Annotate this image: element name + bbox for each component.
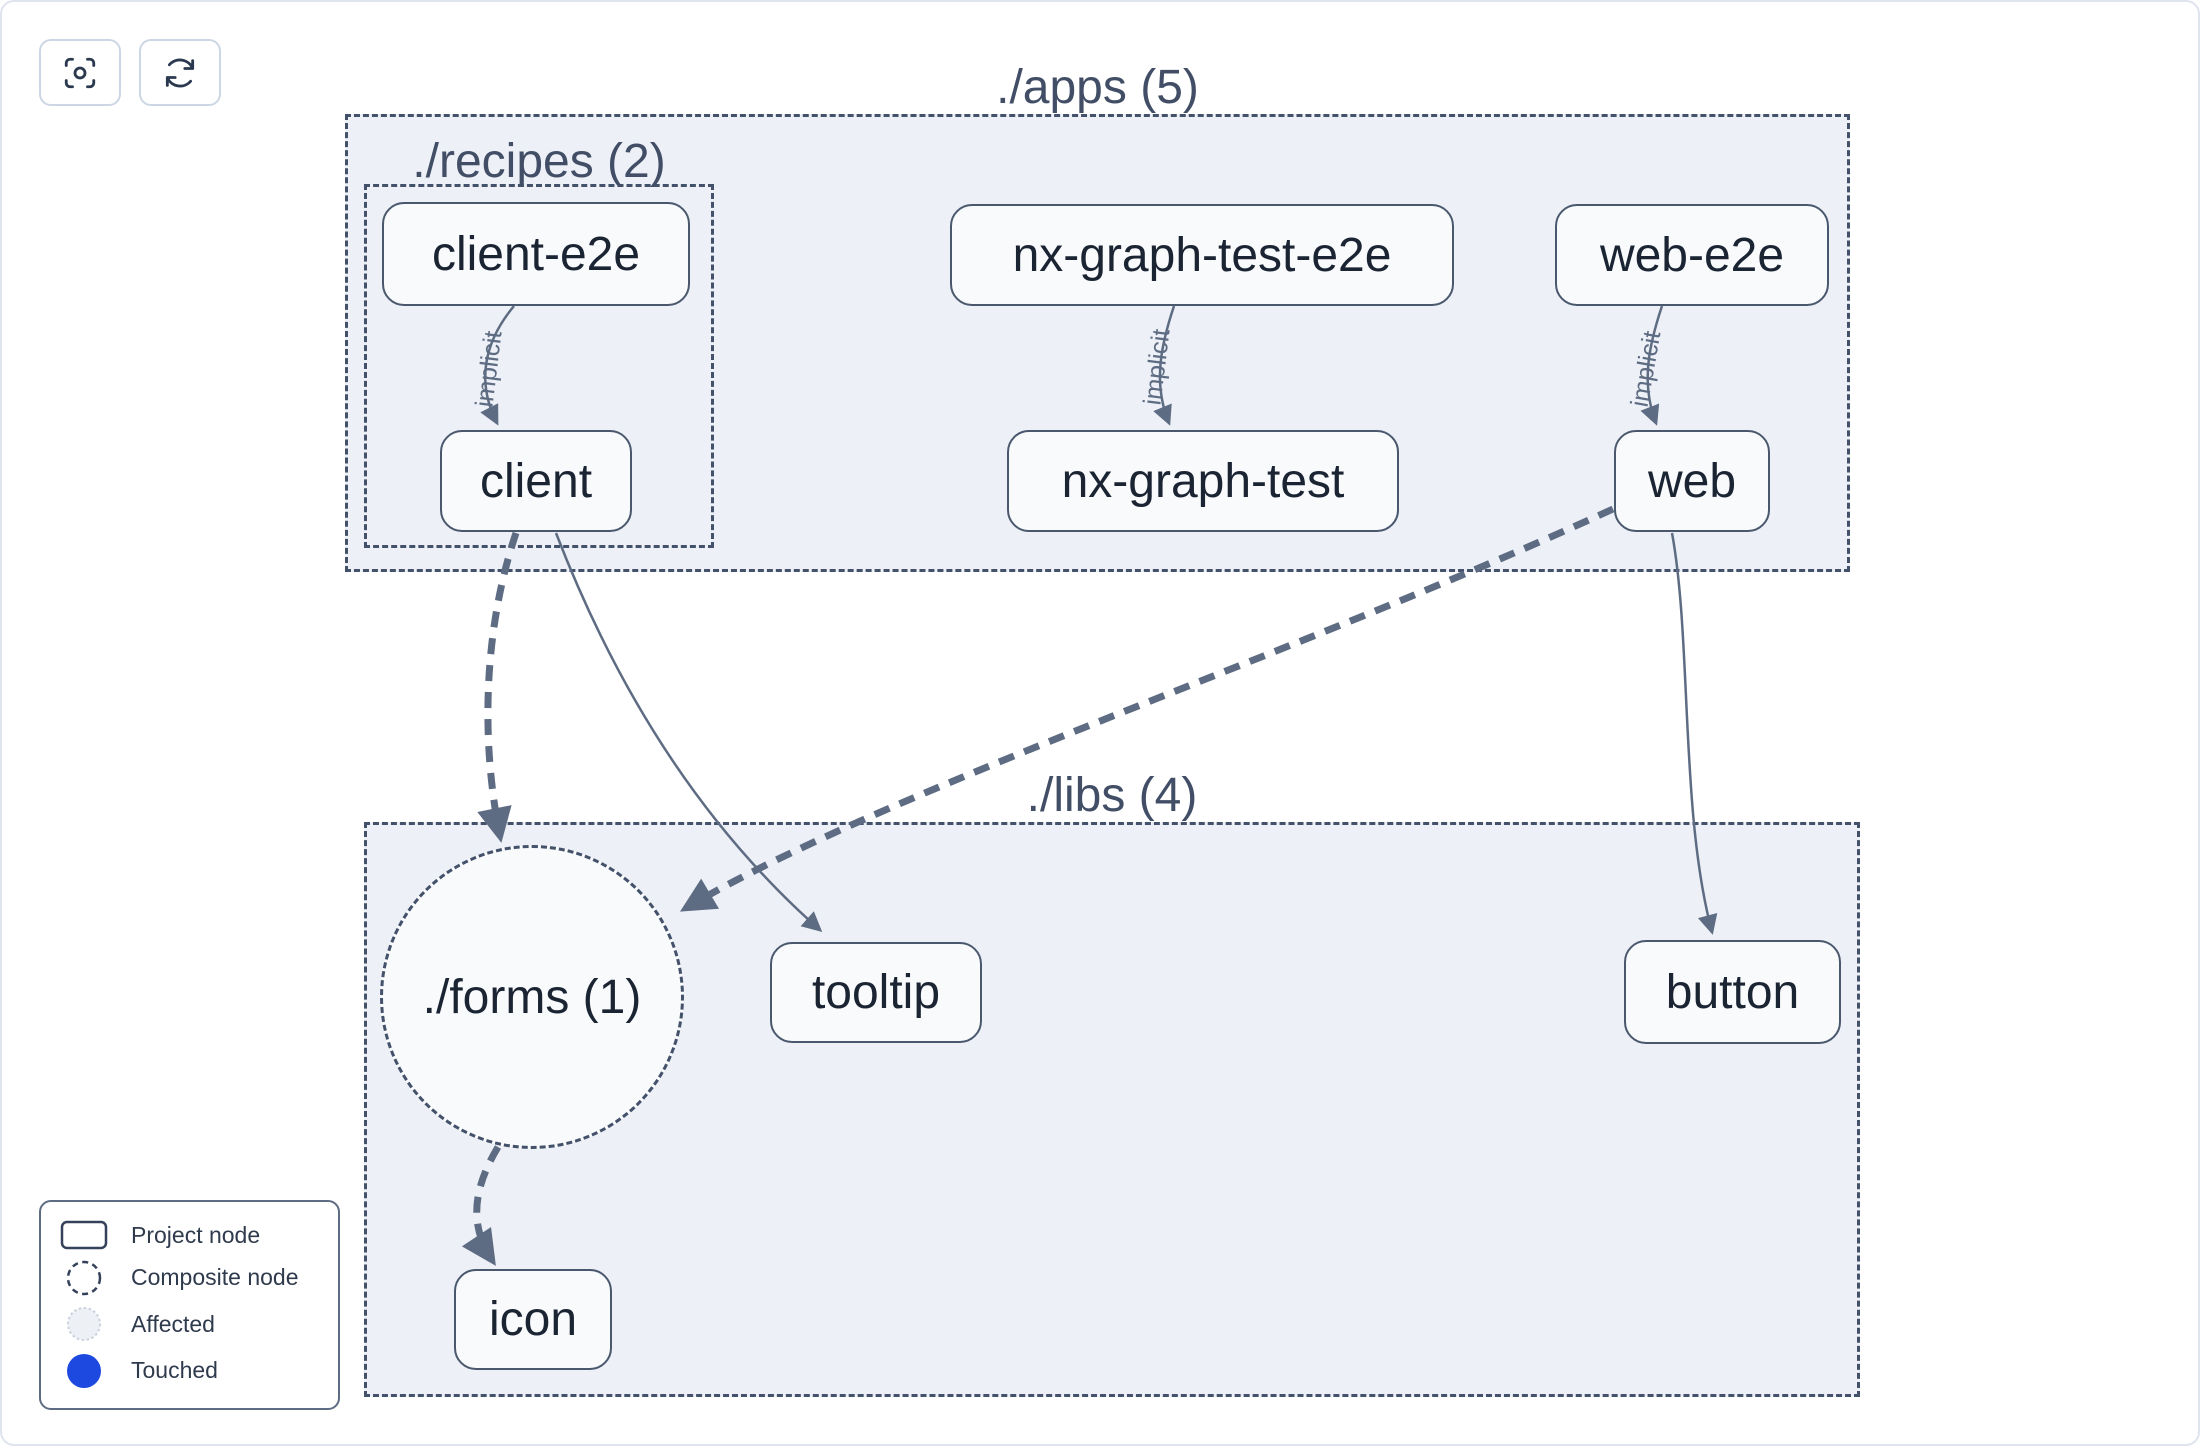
edge-client-forms [477, 531, 520, 843]
node-client-e2e-label: client-e2e [431, 227, 641, 281]
group-libs-label: ./libs (4) [1026, 769, 1198, 822]
node-icon[interactable]: icon [454, 1269, 612, 1370]
group-recipes-label: ./recipes (2) [412, 135, 666, 188]
refresh-graph-button[interactable] [139, 39, 221, 106]
viewfinder-focus-icon [60, 53, 100, 93]
legend-row-composite-node: Composite node [59, 1258, 320, 1298]
legend-label: Project node [131, 1221, 261, 1248]
node-button-label: button [1665, 965, 1800, 1019]
refresh-icon [160, 53, 200, 93]
composite-node-forms-label: ./forms (1) [422, 970, 642, 1024]
legend-row-touched: Touched [59, 1351, 320, 1391]
node-nx-graph-test-label: nx-graph-test [1061, 454, 1345, 508]
node-nx-graph-test-e2e[interactable]: nx-graph-test-e2e [950, 204, 1454, 306]
node-nx-graph-test[interactable]: nx-graph-test [1007, 430, 1399, 532]
node-web-label: web [1647, 454, 1737, 508]
legend-label: Composite node [131, 1264, 299, 1291]
composite-node-icon [59, 1258, 109, 1298]
touched-icon [59, 1351, 109, 1391]
node-icon-label: icon [488, 1293, 578, 1346]
legend-label: Affected [131, 1310, 215, 1337]
affected-icon [59, 1304, 109, 1344]
legend-row-affected: Affected [59, 1304, 320, 1344]
legend: Project node Composite node Affected Tou… [39, 1200, 340, 1410]
node-tooltip[interactable]: tooltip [770, 942, 982, 1043]
node-web-e2e-label: web-e2e [1599, 228, 1785, 282]
node-client[interactable]: client [440, 430, 632, 532]
node-button[interactable]: button [1624, 940, 1841, 1044]
node-client-label: client [479, 454, 593, 508]
group-apps-label: ./apps (5) [996, 61, 1199, 114]
node-client-e2e[interactable]: client-e2e [382, 202, 690, 306]
project-node-icon [59, 1219, 109, 1251]
composite-node-forms[interactable]: ./forms (1) [380, 845, 684, 1149]
node-nx-graph-test-e2e-label: nx-graph-test-e2e [1012, 228, 1392, 282]
node-web-e2e[interactable]: web-e2e [1555, 204, 1829, 306]
node-web[interactable]: web [1614, 430, 1770, 532]
node-tooltip-label: tooltip [811, 966, 941, 1019]
legend-label: Touched [131, 1357, 218, 1384]
legend-row-project-node: Project node [59, 1219, 320, 1251]
focus-graph-button[interactable] [39, 39, 121, 106]
